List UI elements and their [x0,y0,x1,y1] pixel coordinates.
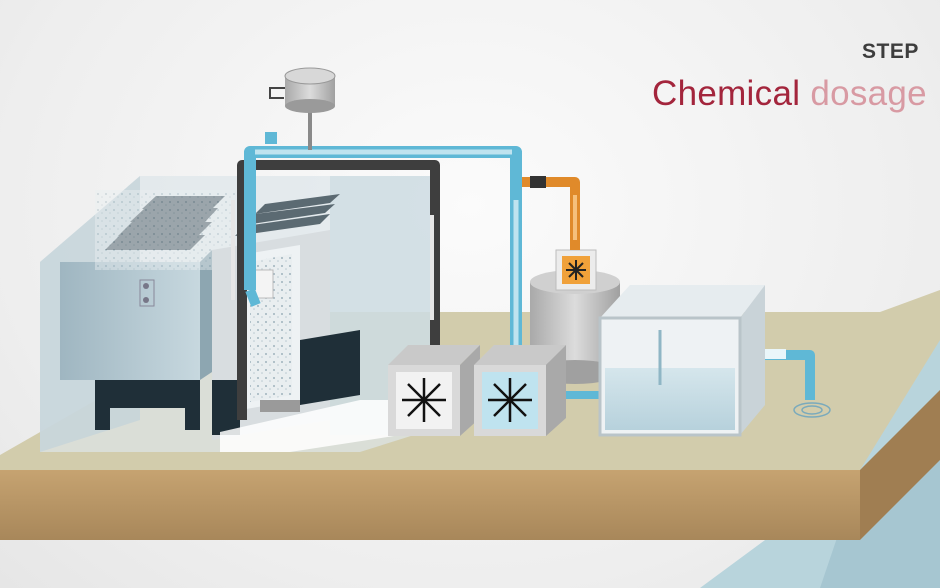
step-title: Chemical dosage [652,74,927,114]
mixer-icon [566,260,586,280]
drain-ripple-icon [793,402,831,418]
chemical-pipe [522,176,580,250]
step-title-word1: Chemical [652,74,811,113]
dark-pipe [237,160,440,420]
mixing-box-1 [388,345,480,436]
motor-icon [265,67,336,150]
step-title-word2: dosage [810,74,927,113]
mixer-icon [488,378,532,422]
mixing-box-2 [474,345,566,436]
mixer-icon [402,378,446,422]
step-header: STEP Chemical dosage [0,0,940,140]
clean-water-tank [598,285,765,437]
step-label: STEP [862,40,919,63]
